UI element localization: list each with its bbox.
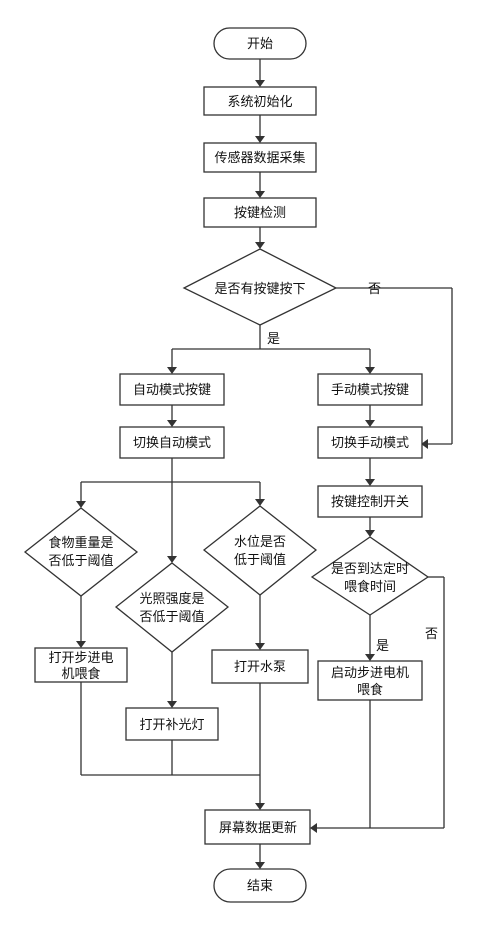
- node-start-stepper-line2: 喂食: [357, 682, 383, 698]
- decision-food-weight-line1: 食物重量是: [48, 535, 113, 551]
- node-switch-auto: 切换自动模式: [119, 426, 225, 459]
- decision-feed-time-line2: 喂食时间: [344, 579, 396, 595]
- node-pump-label: 打开水泵: [234, 660, 286, 675]
- node-switch-auto-label: 切换自动模式: [133, 436, 211, 451]
- decision-food-weight: 食物重量是 否低于阈值: [23, 507, 139, 597]
- edge-label-yes-time: 是: [376, 639, 389, 654]
- decision-feed-time: 是否到达定时 喂食时间: [310, 536, 430, 616]
- node-end-label: 结束: [247, 879, 273, 894]
- decision-water-line1: 水位是否: [234, 535, 286, 550]
- node-key-control: 按键控制开关: [317, 485, 423, 518]
- decision-light: 光照强度是 否低于阈值: [114, 562, 230, 653]
- node-key-control-label: 按键控制开关: [331, 495, 409, 510]
- node-pump: 打开水泵: [211, 649, 309, 684]
- node-init-label: 系统初始化: [227, 95, 292, 110]
- decision-feed-time-line1: 是否到达定时: [331, 562, 409, 577]
- node-start-stepper: 启动步进电机 喂食: [317, 660, 423, 701]
- node-manual-key: 手动模式按键: [317, 373, 423, 406]
- node-key-detect-label: 按键检测: [234, 206, 286, 221]
- node-screen-update: 屏幕数据更新: [204, 809, 311, 845]
- node-stepper-feed-line2: 机喂食: [61, 666, 100, 682]
- node-auto-key: 自动模式按键: [119, 373, 225, 406]
- decision-key-pressed: 是否有按键按下: [182, 248, 338, 326]
- decision-water: 水位是否 低于阈值: [202, 505, 318, 596]
- node-sensor-label: 传感器数据采集: [214, 150, 305, 166]
- node-manual-key-label: 手动模式按键: [331, 383, 409, 398]
- decision-light-line2: 否低于阈值: [139, 609, 204, 625]
- node-stepper-feed: 打开步进电 机喂食: [34, 647, 128, 683]
- node-init: 系统初始化: [203, 86, 317, 116]
- node-start: 开始: [213, 27, 307, 60]
- edge-label-yes-main: 是: [267, 332, 280, 347]
- node-end: 结束: [213, 868, 307, 903]
- decision-light-line1: 光照强度是: [139, 591, 204, 607]
- decision-food-weight-line2: 否低于阈值: [48, 553, 113, 569]
- node-switch-manual: 切换手动模式: [317, 426, 423, 459]
- node-stepper-feed-line1: 打开步进电: [48, 651, 113, 666]
- node-start-label: 开始: [247, 37, 273, 52]
- node-switch-manual-label: 切换手动模式: [331, 436, 409, 451]
- node-start-stepper-line1: 启动步进电机: [331, 666, 409, 681]
- decision-water-line2: 低于阈值: [234, 552, 286, 568]
- node-screen-update-label: 屏幕数据更新: [219, 820, 297, 836]
- decision-key-pressed-label: 是否有按键按下: [214, 282, 305, 297]
- node-fill-light-label: 打开补光灯: [139, 718, 204, 733]
- node-auto-key-label: 自动模式按键: [133, 383, 211, 398]
- edge-label-no-time: 否: [425, 627, 438, 642]
- node-fill-light: 打开补光灯: [125, 707, 219, 741]
- node-key-detect: 按键检测: [203, 197, 317, 228]
- connectors: [76, 59, 453, 869]
- edge-label-no-main: 否: [368, 282, 381, 297]
- node-sensor: 传感器数据采集: [203, 142, 317, 173]
